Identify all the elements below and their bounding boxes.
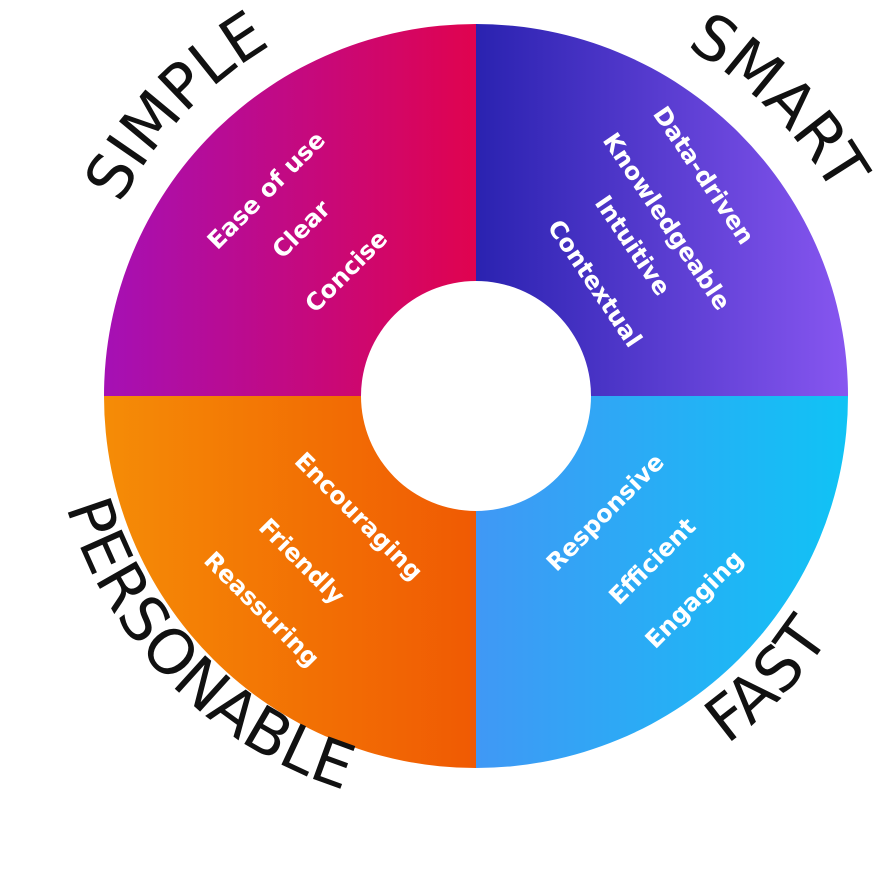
personable-quadrant: [104, 396, 476, 768]
fast-quadrant: [476, 396, 848, 768]
simple-quadrant: [104, 24, 476, 396]
smart-quadrant: [476, 24, 848, 396]
